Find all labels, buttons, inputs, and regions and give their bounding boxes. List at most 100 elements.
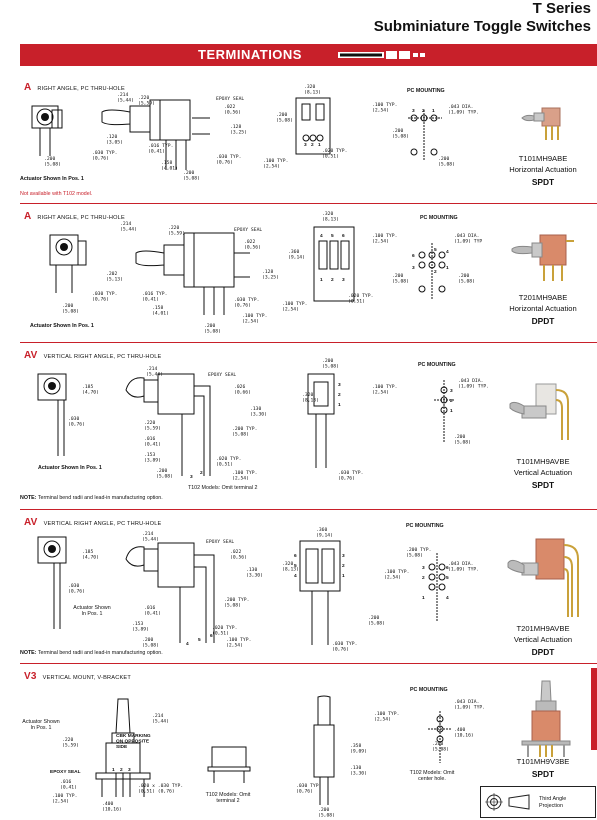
- pc-mounting-label: PC MOUNTING: [410, 687, 448, 693]
- svg-text:3: 3: [304, 142, 307, 148]
- pole-config: SPDT: [531, 769, 555, 779]
- front-view-drawing: [31, 105, 63, 156]
- svg-text:4: 4: [446, 595, 449, 601]
- pin-view-drawing: [313, 695, 335, 805]
- section-divider: [20, 509, 597, 510]
- dim-label: .020 x .030 TYP.(0,51) (0,76): [138, 783, 183, 794]
- pc-layout-drawing: 321: [434, 380, 454, 442]
- dim-label: .030 TYP.(0,76): [296, 783, 321, 794]
- dim-label: .043 DIA.(1,09) TYP: [454, 233, 482, 244]
- dim-label: .158(4,01): [152, 305, 169, 316]
- actuator-caption: Actuator Shown In Pos. 1: [30, 323, 94, 329]
- svg-text:2: 2: [422, 108, 425, 114]
- svg-text:2: 2: [338, 392, 341, 398]
- dim-label: .030 TYP.(0,76): [92, 150, 117, 161]
- svg-text:3: 3: [422, 565, 425, 571]
- dim-label: .016(0,41): [60, 779, 77, 790]
- dim-label: .200(5,08): [204, 323, 221, 334]
- dim-label: .220(5,59): [168, 225, 185, 236]
- actuation-type: Vertical Actuation: [513, 468, 573, 477]
- svg-text:5: 5: [198, 637, 201, 643]
- svg-text:1: 1: [342, 573, 345, 579]
- dim-label: EPOXY SEAL: [208, 372, 236, 378]
- dim-label: .020 TYP.(0,51): [216, 456, 241, 467]
- page-header: T Series Subminiature Toggle Switches: [374, 0, 591, 35]
- side-view-drawing: [135, 232, 250, 315]
- note-label: NOTE:: [20, 650, 37, 656]
- svg-text:3: 3: [412, 265, 415, 271]
- dim-label: .200(5,08): [454, 434, 471, 445]
- dim-label: EPOXY SEAL: [234, 227, 262, 233]
- svg-text:1: 1: [450, 408, 453, 414]
- dim-label: .026(0,66): [234, 384, 251, 395]
- dim-label: .100 TYP.(2,54): [282, 301, 307, 312]
- dim-label: .202(5,13): [106, 271, 123, 282]
- dim-label: .100 TYP.(2,54): [232, 470, 257, 481]
- dim-label: EPOXY SEAL: [206, 539, 234, 545]
- svg-text:1: 1: [318, 142, 321, 148]
- dim-label: .100 TYP.(2,54): [372, 384, 397, 395]
- dim-label: .320(8,13): [302, 392, 319, 403]
- dim-label: .200(5,08): [368, 615, 385, 626]
- dim-label: .022(0,56): [230, 549, 247, 560]
- dim-label: .214(5,44): [146, 366, 163, 377]
- section-side-tab: [591, 668, 597, 750]
- dim-label: .128(3,25): [230, 124, 247, 135]
- dimension-callouts: .214(5,44) .185(4,70) EPOXY SEAL .026(0,…: [68, 358, 489, 481]
- dim-label: .030 TYP.(0,76): [216, 154, 241, 165]
- dim-label: .016(0,41): [144, 605, 161, 616]
- dim-label: .214(5,44): [120, 221, 137, 232]
- manufacturing-note: NOTE: Terminal bend radii and lead-in ma…: [20, 495, 163, 501]
- svg-text:2: 2: [331, 277, 334, 283]
- dim-label: .400(10,16): [454, 727, 474, 738]
- dim-label: .200(5,08): [62, 303, 79, 314]
- side-view-drawing: [101, 99, 210, 170]
- dim-label: .320(8,13): [282, 561, 299, 572]
- dim-label: .200(5,08): [322, 358, 339, 369]
- dim-label: .030(0,76): [68, 583, 85, 594]
- dim-label: .030(0,76): [68, 416, 85, 427]
- svg-text:2: 2: [342, 563, 345, 569]
- part-number: T101MH9ABE: [518, 154, 568, 163]
- section-code: AV: [24, 350, 38, 361]
- dim-label: .130(3,30): [350, 765, 367, 776]
- pc-mounting-label: PC MOUNTING: [407, 88, 445, 94]
- svg-text:3: 3: [338, 382, 341, 388]
- dim-label: .030 TYP.(0,76): [332, 641, 357, 652]
- dim-label: .030 TYP.(0,76): [338, 470, 363, 481]
- projection-legend: Third Angle Projection: [480, 786, 596, 818]
- t102-note: T102 Models: Omit terminal 2: [188, 485, 258, 491]
- part-info: T201MH9AVBE Vertical Actuation DPDT: [488, 624, 597, 657]
- pin-view-drawing: 3 2 1: [307, 373, 341, 468]
- third-angle-projection-icon: [485, 793, 530, 811]
- section-code: V3: [24, 671, 37, 682]
- dim-label: .030 TYP.(0,76): [92, 291, 117, 302]
- dim-label: .100 TYP.(2,54): [242, 313, 267, 324]
- dim-label: .220(5,59): [62, 737, 79, 748]
- bracket-view-drawing: [207, 746, 251, 783]
- band-decoration: [338, 51, 425, 59]
- dim-label: .100 TYP.(2,54): [226, 637, 251, 648]
- svg-text:4: 4: [294, 573, 297, 579]
- svg-text:1: 1: [338, 402, 341, 408]
- svg-text:5: 5: [331, 233, 334, 239]
- dim-label: .200(5,08): [156, 468, 173, 479]
- section-divider: [20, 663, 597, 664]
- front-view-drawing: [37, 373, 67, 456]
- svg-text:3: 3: [412, 108, 415, 114]
- svg-text:4: 4: [186, 641, 189, 647]
- dim-label: .200(5,08): [392, 273, 409, 284]
- part-number: T101MH9V3BE: [516, 757, 570, 766]
- svg-text:4: 4: [446, 249, 449, 255]
- svg-text:5: 5: [446, 575, 449, 581]
- dim-label: .100 TYP.(2,54): [372, 102, 397, 113]
- part-info: T101MH9ABE Horizontal Actuation SPDT: [488, 154, 597, 187]
- dim-label: .020 TYP.(0,51): [322, 148, 347, 159]
- svg-text:2: 2: [120, 767, 123, 773]
- svg-text:1: 1: [432, 108, 435, 114]
